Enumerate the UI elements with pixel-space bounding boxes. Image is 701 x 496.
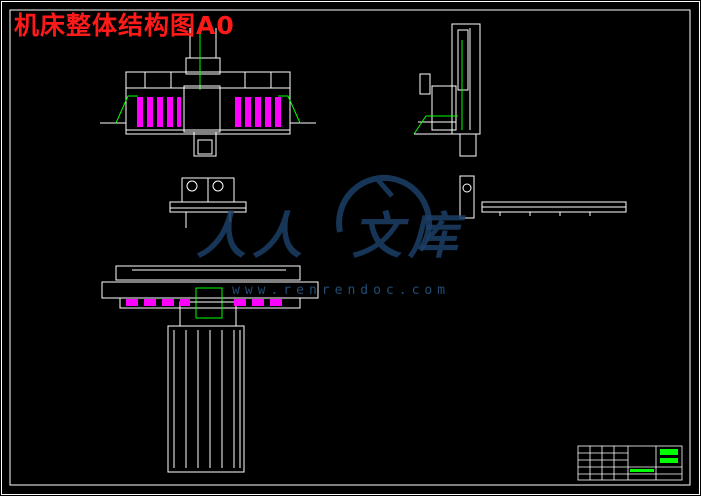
inner-frame <box>9 9 691 486</box>
top-view-gantry <box>101 265 319 327</box>
front-view <box>100 28 316 157</box>
watermark-logo <box>336 174 433 252</box>
watermark-text: 人人文库 <box>196 196 464 268</box>
top-view-magenta-blocks <box>126 299 282 306</box>
middle-left-assembly <box>169 177 247 228</box>
watermark-text-right: 文库 <box>352 206 464 265</box>
title-block <box>577 445 683 481</box>
middle-right-rail <box>459 175 627 219</box>
watermark-url: www.renrendoc.com <box>232 283 451 298</box>
machine-bed <box>167 325 245 473</box>
side-view <box>413 23 481 157</box>
drawing-title: 机床整体结构图A0 <box>14 11 235 40</box>
front-view-magenta-bars <box>137 97 281 127</box>
watermark-text-left: 人人 <box>196 206 308 265</box>
